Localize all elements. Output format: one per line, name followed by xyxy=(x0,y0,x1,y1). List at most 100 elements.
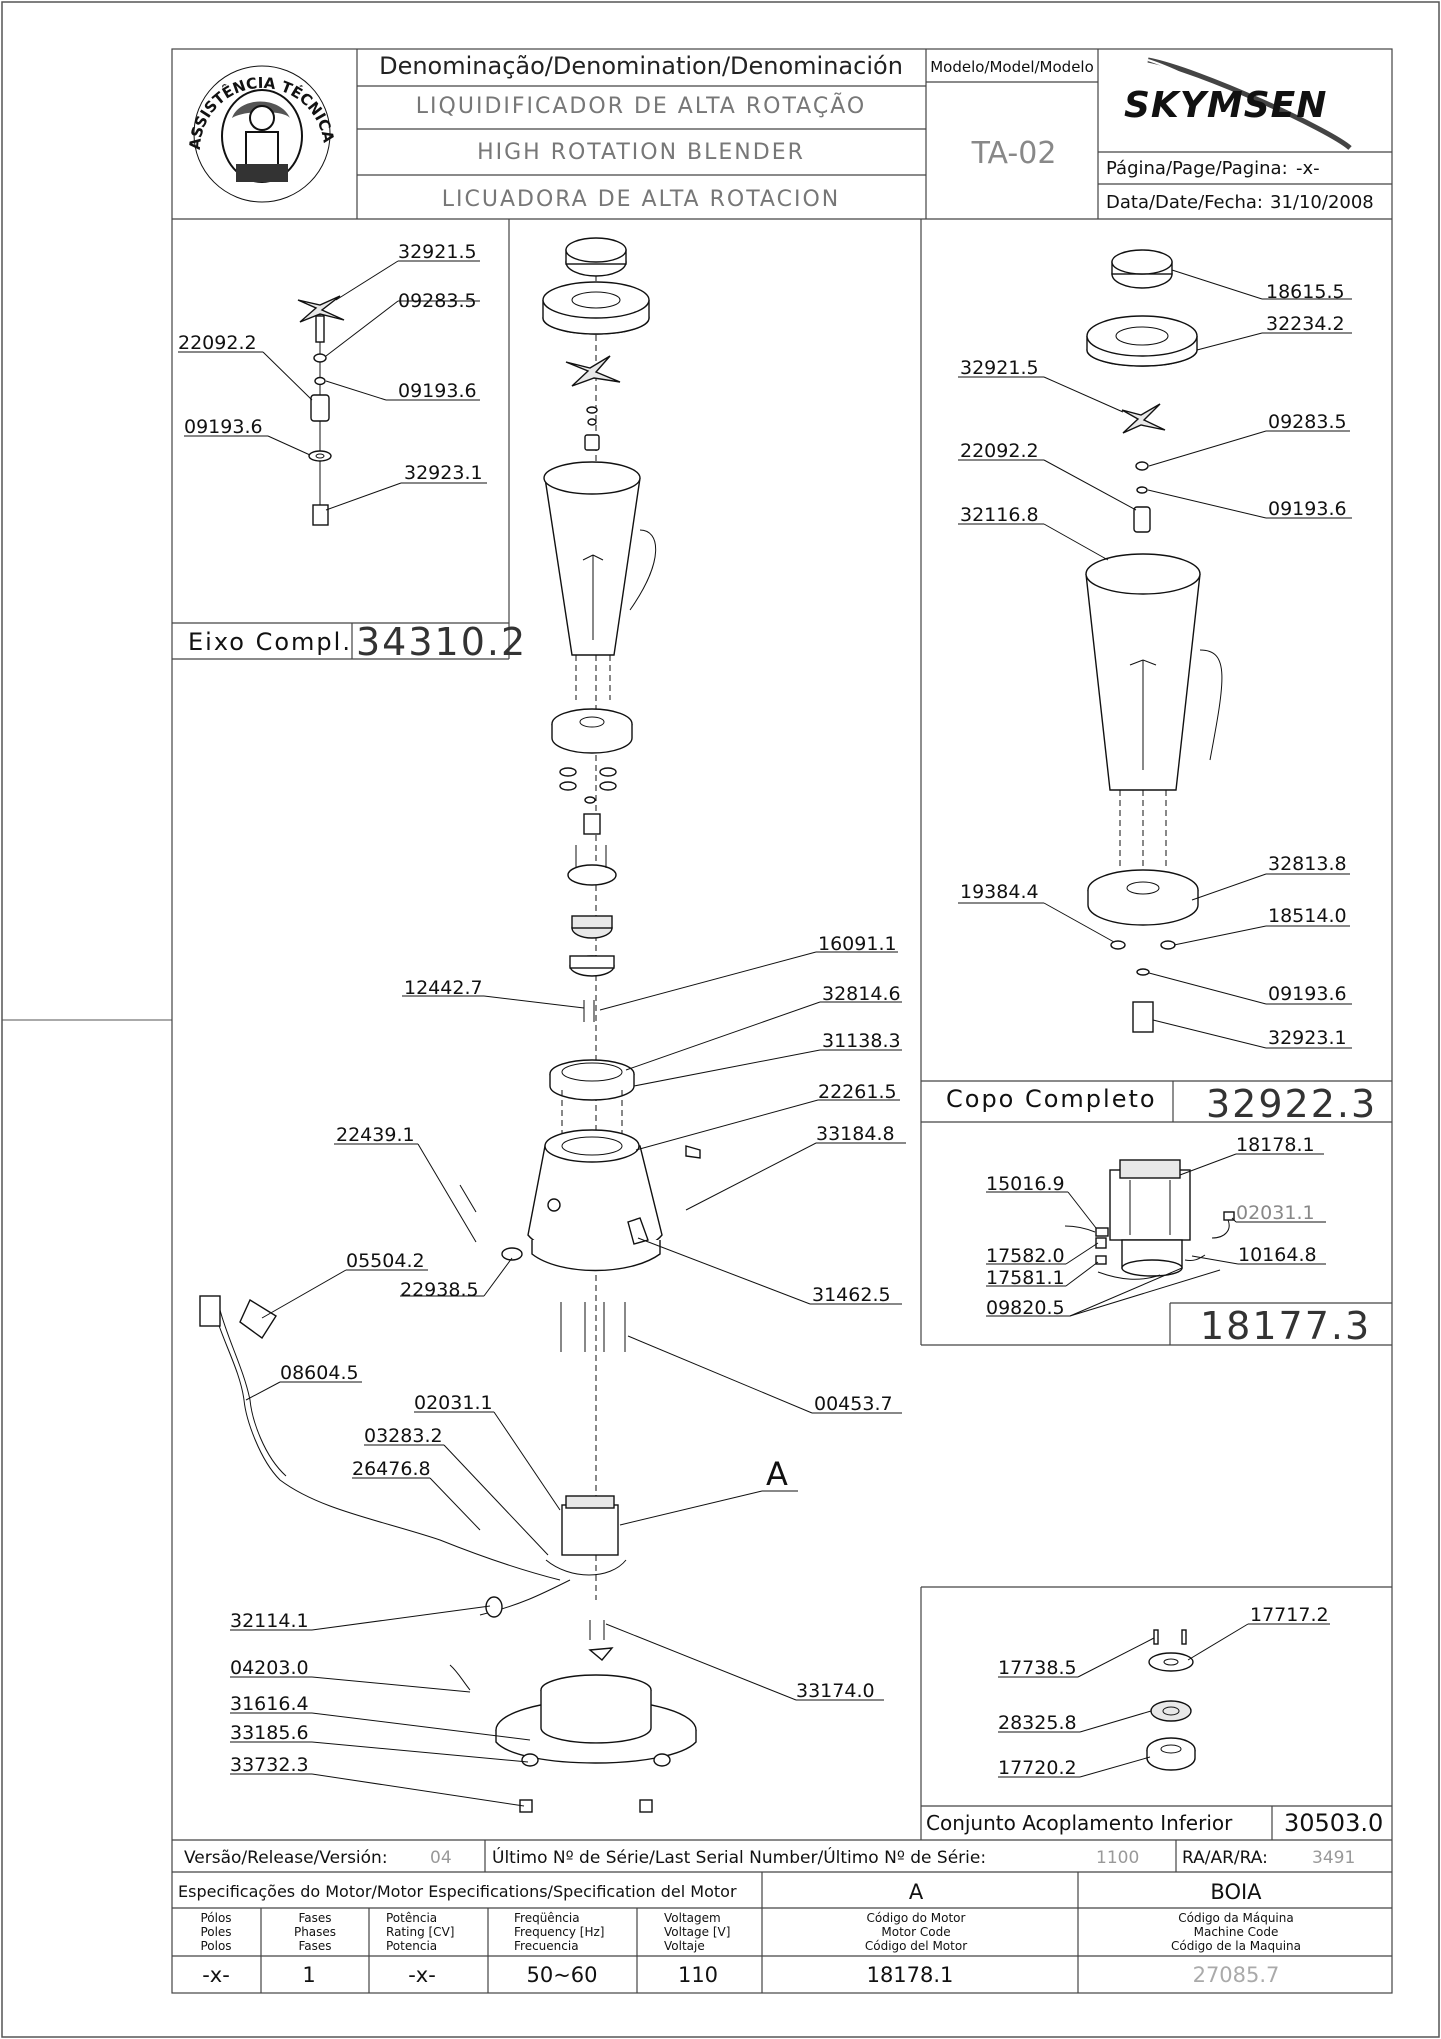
eixo-leaders xyxy=(178,260,487,511)
spec-column-phases: Fases Phases Fases 1 xyxy=(294,1911,336,1987)
part-label: 15016.9 xyxy=(986,1173,1065,1195)
part-label: 32116.8 xyxy=(960,504,1039,526)
acoplamento-code: 30503.0 xyxy=(1284,1809,1383,1837)
part-label: 22261.5 xyxy=(818,1081,897,1103)
part-label: 18178.1 xyxy=(1236,1134,1315,1156)
part-label: 31138.3 xyxy=(822,1030,901,1052)
part-label: 18615.5 xyxy=(1266,281,1345,303)
motor-code: 18177.3 xyxy=(1200,1304,1371,1348)
copo-leaders xyxy=(958,269,1352,1049)
acoplamento-box: Conjunto Acoplamento Inferior 30503.0 17… xyxy=(920,1586,1392,1840)
eixo-parts-drawing xyxy=(297,295,345,526)
part-label: 32923.1 xyxy=(1268,1027,1347,1049)
copo-completo-box: Copo Completo 32922.3 xyxy=(920,219,1392,1345)
footer-table: Versão/Release/Versión: 04 Último Nº de … xyxy=(172,1839,1392,1993)
part-label: 09193.6 xyxy=(398,380,477,402)
model-code: TA-02 xyxy=(971,136,1057,171)
acoplamento-leaders xyxy=(998,1623,1330,1778)
part-label: 28325.8 xyxy=(998,1712,1077,1734)
frequency-header-en: Frequency [Hz] xyxy=(514,1925,605,1939)
motor-code-header-pt: Código do Motor xyxy=(867,1911,966,1925)
main-exploded-view xyxy=(199,237,701,1813)
rating-value: -x- xyxy=(408,1963,436,1987)
part-label: 31462.5 xyxy=(812,1284,891,1306)
machine-code-header-en: Machine Code xyxy=(1194,1925,1279,1939)
acoplamento-title: Conjunto Acoplamento Inferior xyxy=(926,1811,1233,1835)
rating-header-en: Rating [CV] xyxy=(386,1925,454,1939)
rating-header-es: Potencia xyxy=(386,1939,437,1953)
part-label: 31616.4 xyxy=(230,1693,309,1715)
spec-column-machine-code: Código da Máquina Machine Code Código de… xyxy=(1171,1911,1301,1987)
motor-labels: 18178.1 15016.9 02031.1 17582.0 10164.8 … xyxy=(986,1134,1317,1319)
part-label: 17581.1 xyxy=(986,1267,1065,1289)
part-label: 04203.0 xyxy=(230,1657,309,1679)
part-label: 33185.6 xyxy=(230,1722,309,1744)
date-value: 31/10/2008 xyxy=(1270,192,1374,213)
spec-column-motor-code: Código do Motor Motor Code Código del Mo… xyxy=(865,1911,967,1987)
voltage-header-en: Voltage [V] xyxy=(664,1925,730,1939)
serial-label: Último Nº de Série/Last Serial Number/Úl… xyxy=(492,1846,986,1868)
poles-value: -x- xyxy=(202,1963,230,1987)
date-label: Data/Date/Fecha: xyxy=(1106,192,1263,213)
product-name-en: HIGH ROTATION BLENDER xyxy=(477,140,805,165)
voltage-header-pt: Voltagem xyxy=(664,1911,721,1925)
motor-code-column: A xyxy=(909,1880,924,1904)
part-label: 17720.2 xyxy=(998,1757,1077,1779)
part-label: 32114.1 xyxy=(230,1610,309,1632)
motor-parts-drawing xyxy=(1064,1159,1235,1280)
poles-header-en: Poles xyxy=(200,1925,231,1939)
part-label: 22439.1 xyxy=(336,1124,415,1146)
frequency-header-es: Frecuencia xyxy=(514,1939,579,1953)
part-label: 09283.5 xyxy=(398,290,477,312)
eixo-code: 34310.2 xyxy=(356,620,527,664)
part-label: 08604.5 xyxy=(280,1362,359,1384)
part-label: 00453.7 xyxy=(814,1393,893,1415)
ra-value: 3491 xyxy=(1312,1848,1355,1868)
phases-header-pt: Fases xyxy=(298,1911,331,1925)
part-label: 33184.8 xyxy=(816,1123,895,1145)
part-label: 02031.1 xyxy=(1236,1202,1315,1224)
spec-column-poles: Pólos Poles Polos -x- xyxy=(200,1911,231,1987)
version-value: 04 xyxy=(430,1848,452,1868)
poles-header-es: Polos xyxy=(200,1939,231,1953)
part-label: 33732.3 xyxy=(230,1754,309,1776)
motor-code-header-en: Motor Code xyxy=(881,1925,950,1939)
part-label: 26476.8 xyxy=(352,1458,431,1480)
part-label: 09193.6 xyxy=(1268,983,1347,1005)
acoplamento-parts-drawing xyxy=(1146,1629,1196,1771)
machine-code-header-es: Código de la Maquina xyxy=(1171,1939,1301,1953)
skymsen-logo: SKYMSEN xyxy=(1124,57,1352,150)
drawing-frame xyxy=(171,48,1393,1994)
spec-column-frequency: Freqüência Frequency [Hz] Frecuencia 50~… xyxy=(514,1911,605,1987)
motor-box: 18177.3 xyxy=(921,1134,1392,1348)
product-name-es: LICUADORA DE ALTA ROTACION xyxy=(442,187,840,212)
frequency-header-pt: Freqüência xyxy=(514,1911,580,1925)
machine-code-column: BOIA xyxy=(1210,1880,1262,1904)
part-label: 33174.0 xyxy=(796,1680,875,1702)
part-label: 32921.5 xyxy=(398,241,477,263)
part-label: 10164.8 xyxy=(1238,1244,1317,1266)
serial-value: 1100 xyxy=(1096,1848,1139,1868)
part-label: 17582.0 xyxy=(986,1245,1065,1267)
eixo-labels: 32921.5 09283.5 22092.2 09193.6 09193.6 … xyxy=(178,241,483,484)
eixo-title: Eixo Compl. xyxy=(188,628,352,656)
copo-parts-drawing xyxy=(1085,249,1223,1033)
spec-column-voltage: Voltagem Voltage [V] Voltaje 110 xyxy=(664,1911,730,1987)
voltage-value: 110 xyxy=(678,1963,718,1987)
part-label: 02031.1 xyxy=(414,1392,493,1414)
model-label: Modelo/Model/Modelo xyxy=(930,58,1094,76)
page-value: -x- xyxy=(1296,158,1320,179)
motor-spec-label: Especificações do Motor/Motor Especifica… xyxy=(178,1882,737,1901)
phases-header-en: Phases xyxy=(294,1925,336,1939)
part-label: 09283.5 xyxy=(1268,411,1347,433)
title-block: Denominação/Denomination/Denominación LI… xyxy=(0,0,1392,220)
part-label: 32923.1 xyxy=(404,462,483,484)
part-label: 16091.1 xyxy=(818,933,897,955)
spec-column-rating: Potência Rating [CV] Potencia -x- xyxy=(386,1911,454,1987)
brand-name: SKYMSEN xyxy=(1124,85,1327,126)
part-label: 32234.2 xyxy=(1266,313,1345,335)
part-label: 05504.2 xyxy=(346,1250,425,1272)
rating-header-pt: Potência xyxy=(386,1911,437,1925)
part-label: 12442.7 xyxy=(404,977,483,999)
